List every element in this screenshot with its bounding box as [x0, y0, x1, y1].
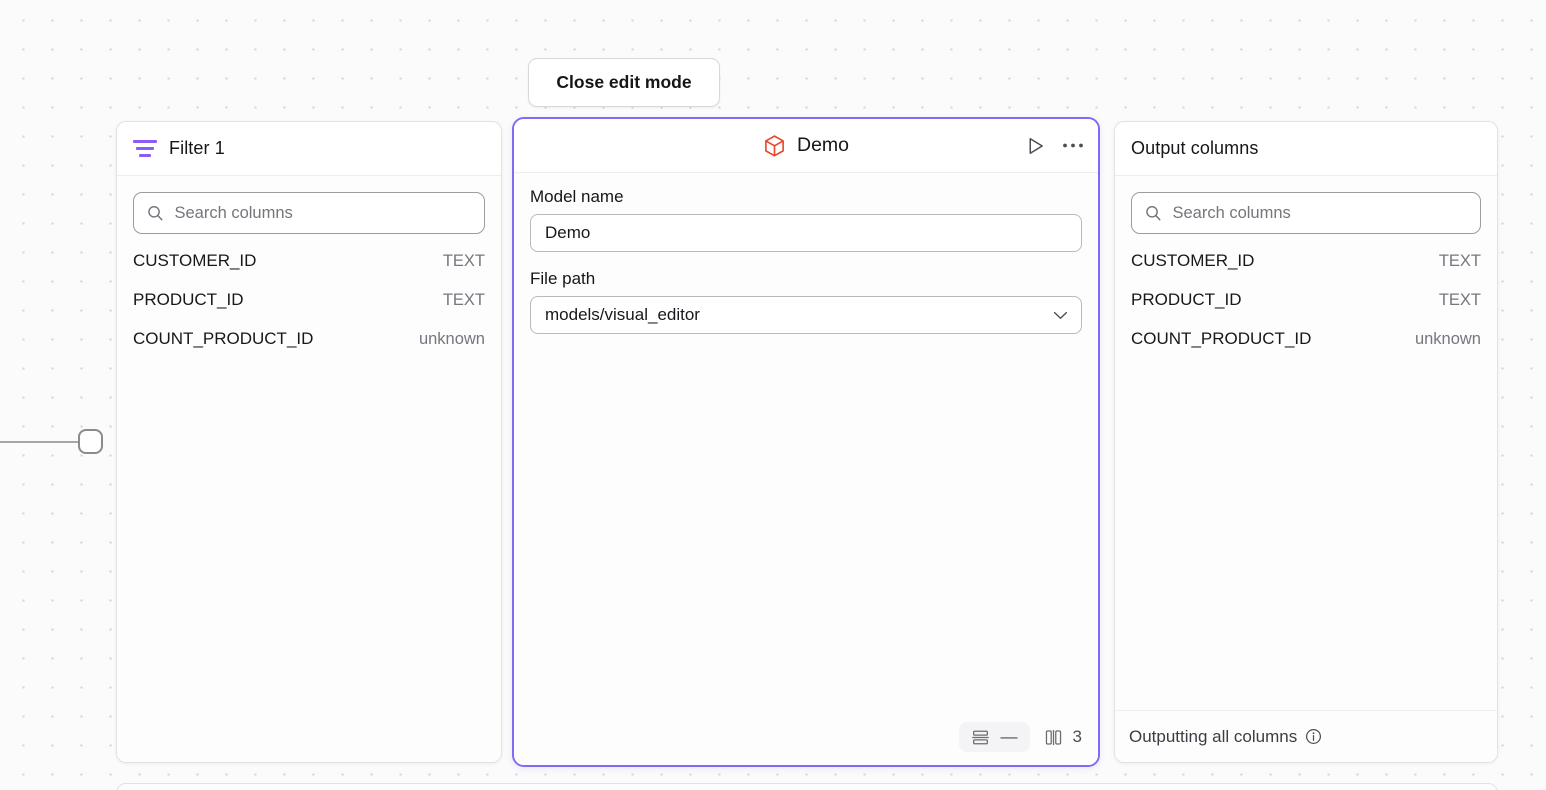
column-name: CUSTOMER_ID: [133, 251, 257, 270]
output-footer-text: Outputting all columns: [1129, 726, 1298, 746]
output-panel-title: Output columns: [1131, 138, 1259, 158]
model-name-label: Model name: [530, 187, 624, 206]
output-column-list: CUSTOMER_ID TEXT PRODUCT_ID TEXT COUNT_P…: [1115, 234, 1497, 368]
filter-search-input[interactable]: [174, 203, 471, 223]
column-type: unknown: [1414, 330, 1481, 348]
list-item[interactable]: PRODUCT_ID TEXT: [1131, 290, 1481, 329]
filter-panel[interactable]: Filter 1 CUSTOMER_ID TEXT PRODUCT_ID TEX…: [116, 121, 502, 763]
column-type: TEXT: [1438, 291, 1481, 309]
close-edit-mode-button[interactable]: Close edit mode: [528, 58, 720, 107]
column-type: TEXT: [1438, 252, 1481, 270]
column-type: TEXT: [442, 252, 485, 270]
column-name: PRODUCT_ID: [133, 290, 244, 309]
column-type: unknown: [418, 330, 485, 348]
list-item[interactable]: COUNT_PRODUCT_ID unknown: [133, 329, 485, 368]
list-item[interactable]: CUSTOMER_ID TEXT: [133, 251, 485, 290]
model-panel[interactable]: Demo Model name: [512, 117, 1100, 767]
filter-panel-title: Filter 1: [169, 138, 225, 158]
file-path-label: File path: [530, 269, 596, 288]
partial-panel-below[interactable]: [116, 783, 1498, 790]
play-icon: [1029, 137, 1043, 154]
column-count-stat[interactable]: 3: [1044, 727, 1082, 747]
filter-icon: [133, 139, 159, 158]
output-footer: Outputting all columns: [1115, 710, 1497, 762]
file-path-value: models/visual_editor: [545, 305, 700, 324]
column-count-value: 3: [1072, 727, 1082, 746]
row-count-value: —: [1000, 727, 1018, 746]
chevron-down-icon: [1053, 311, 1068, 319]
model-stats: — 3: [958, 722, 1082, 752]
list-item[interactable]: CUSTOMER_ID TEXT: [1131, 251, 1481, 290]
output-search-input[interactable]: [1172, 203, 1467, 223]
list-item[interactable]: COUNT_PRODUCT_ID unknown: [1131, 329, 1481, 368]
more-options-button[interactable]: [1062, 142, 1084, 150]
model-panel-header: Demo: [514, 119, 1098, 173]
filter-column-list: CUSTOMER_ID TEXT PRODUCT_ID TEXT COUNT_P…: [117, 234, 501, 368]
model-name-input[interactable]: [530, 214, 1082, 252]
filter-panel-body: CUSTOMER_ID TEXT PRODUCT_ID TEXT COUNT_P…: [117, 176, 501, 762]
model-panel-body: Model name File path models/visual_edito…: [514, 173, 1098, 765]
cube-icon: [765, 134, 784, 156]
output-columns-panel[interactable]: Output columns CUSTOMER_ID TEXT PRODUCT_…: [1114, 121, 1498, 763]
rows-icon: [971, 730, 989, 744]
search-icon: [148, 206, 163, 221]
graph-edge: [0, 441, 80, 443]
column-type: TEXT: [442, 291, 485, 309]
output-panel-body: CUSTOMER_ID TEXT PRODUCT_ID TEXT COUNT_P…: [1115, 176, 1497, 762]
search-icon: [1146, 206, 1161, 221]
model-panel-title: Demo: [796, 134, 850, 156]
column-name: CUSTOMER_ID: [1131, 251, 1255, 270]
filter-search-box[interactable]: [133, 192, 485, 234]
row-count-stat[interactable]: —: [958, 722, 1030, 752]
edge-drag-handle[interactable]: [78, 429, 103, 454]
columns-icon: [1045, 729, 1061, 745]
output-panel-header: Output columns: [1115, 122, 1497, 176]
list-item[interactable]: PRODUCT_ID TEXT: [133, 290, 485, 329]
filter-panel-header: Filter 1: [117, 122, 501, 176]
info-icon[interactable]: [1305, 728, 1322, 745]
ellipsis-icon: [1063, 143, 1083, 148]
output-search-box[interactable]: [1131, 192, 1481, 234]
file-path-select[interactable]: models/visual_editor: [530, 296, 1082, 334]
column-name: COUNT_PRODUCT_ID: [1131, 329, 1312, 348]
run-button[interactable]: [1025, 135, 1046, 156]
column-name: COUNT_PRODUCT_ID: [133, 329, 314, 348]
column-name: PRODUCT_ID: [1131, 290, 1242, 309]
